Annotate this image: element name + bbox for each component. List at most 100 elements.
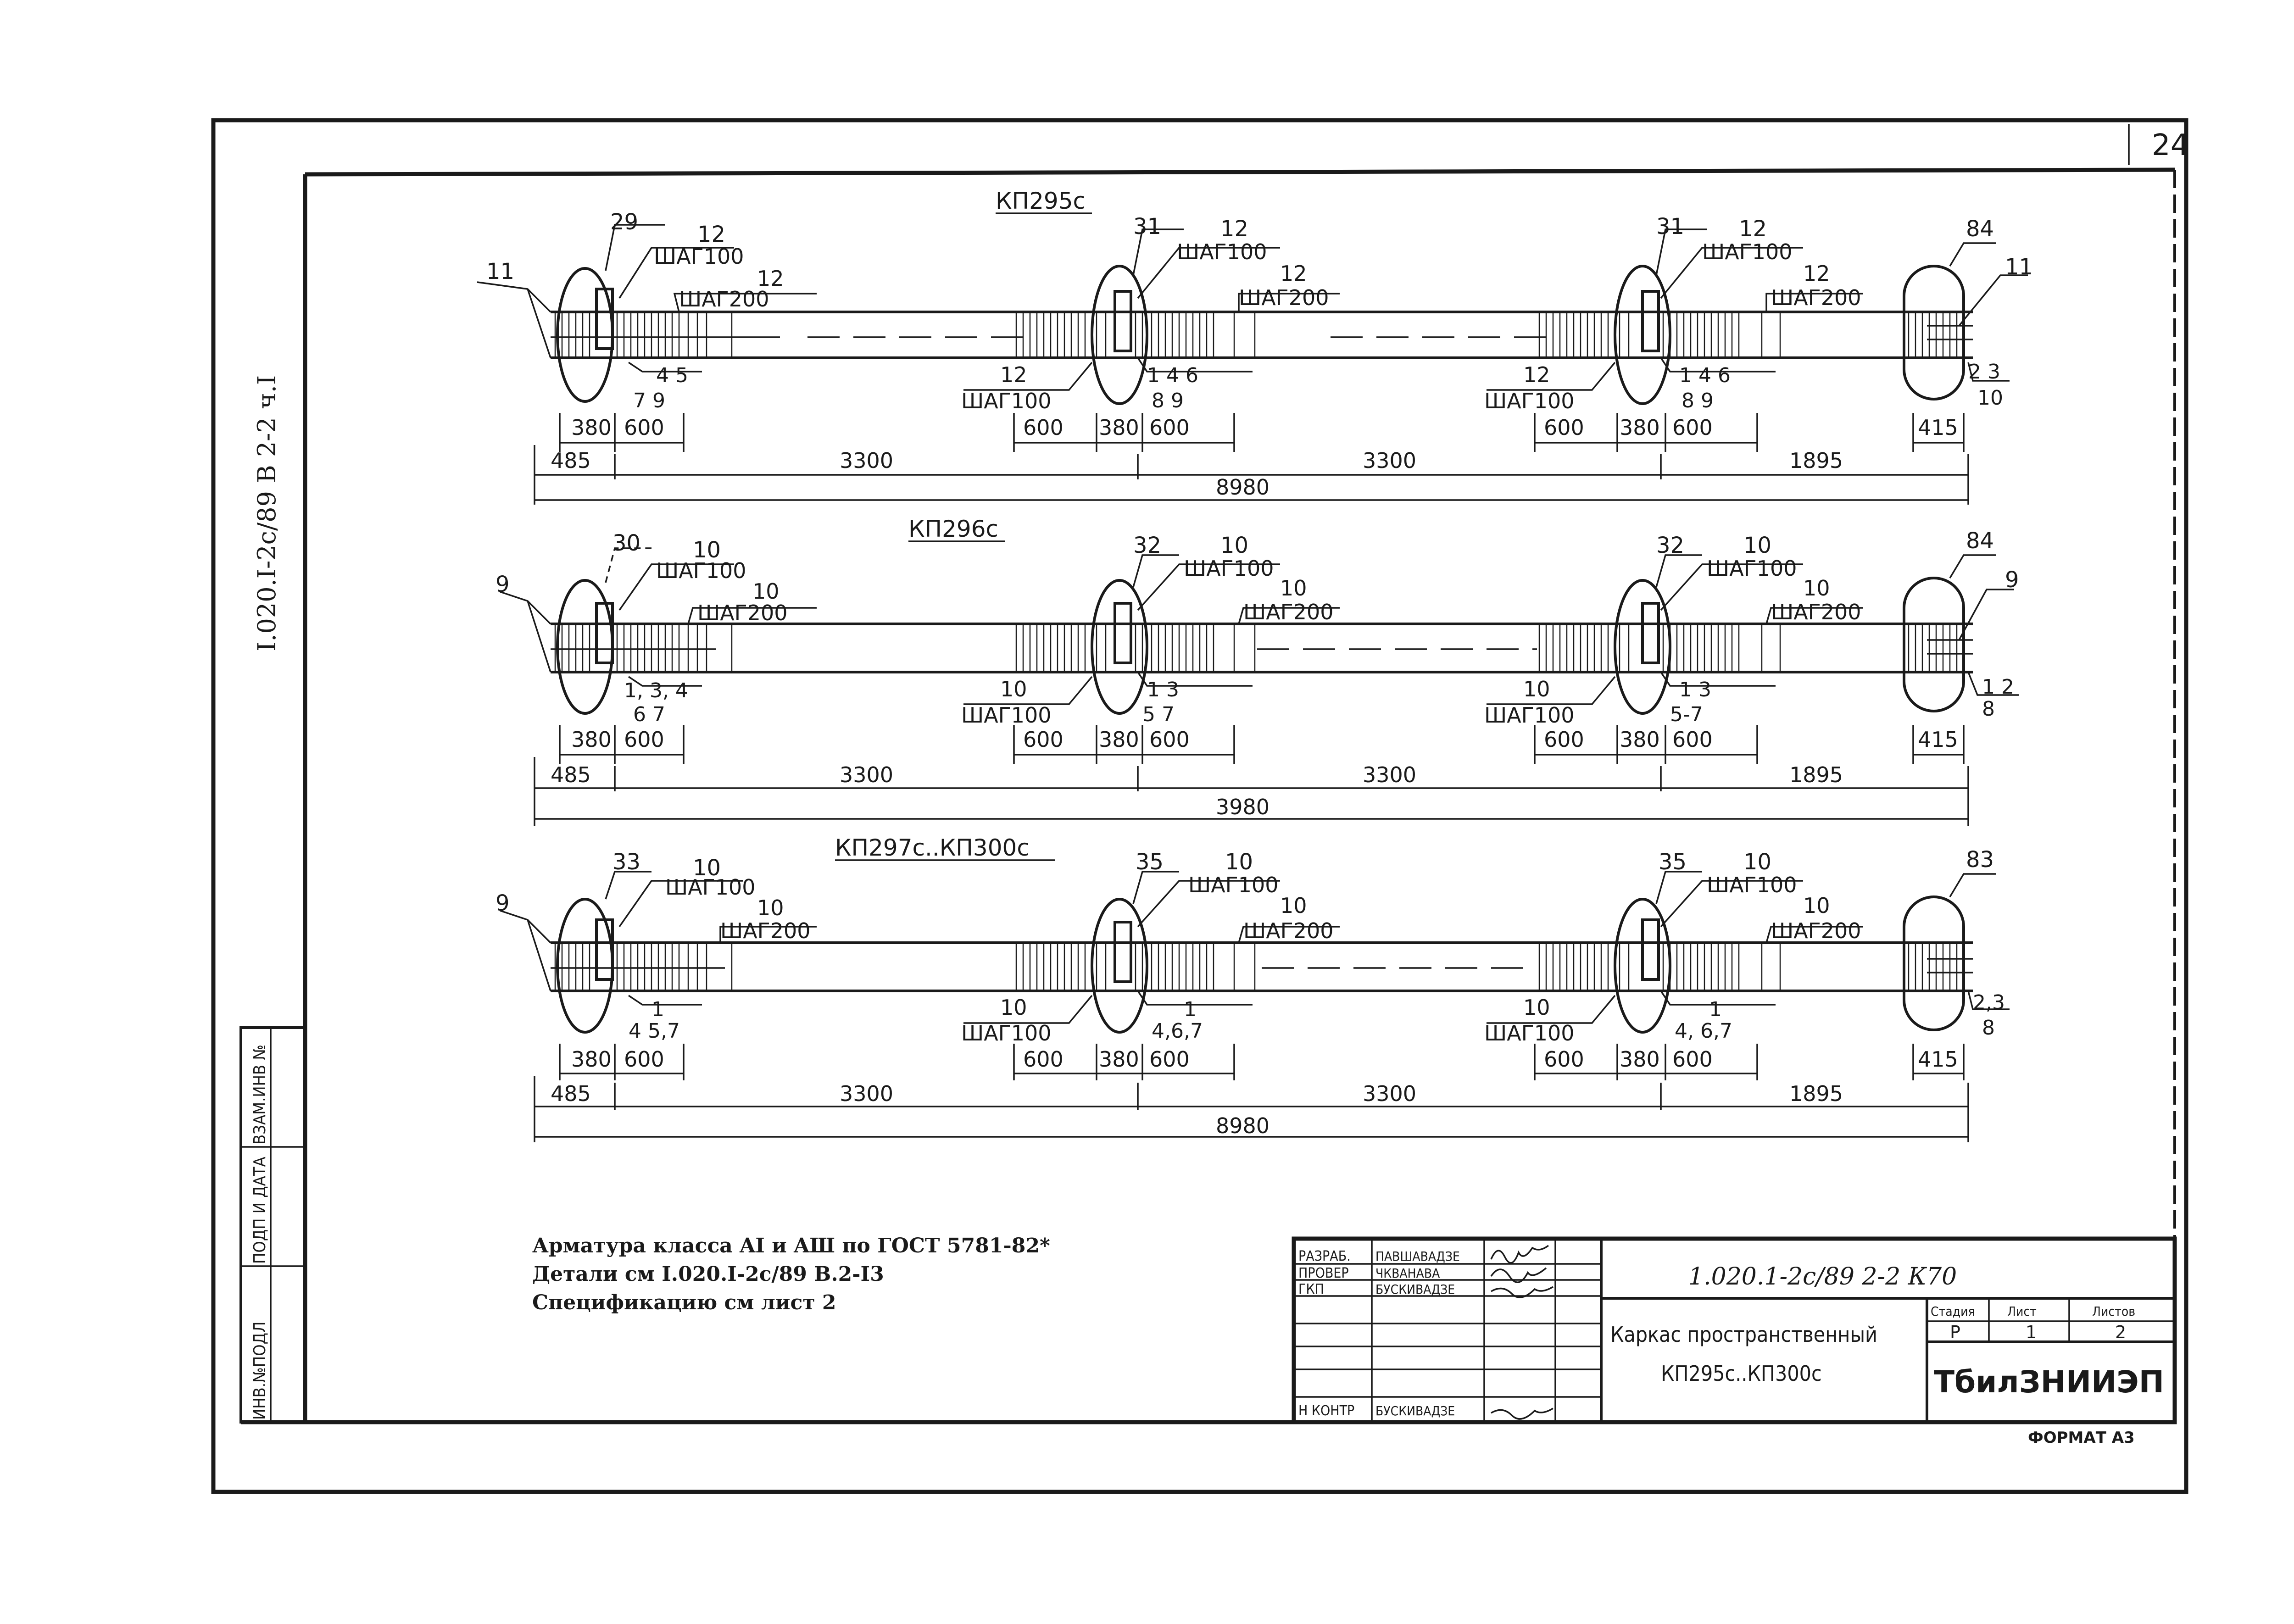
tb-sheets-label: Листов: [2092, 1304, 2135, 1319]
bar-step: ШАГ200: [1771, 918, 1861, 943]
dim-value: 600: [1672, 1047, 1713, 1072]
node-mark: 29: [610, 209, 638, 235]
bar-step: ШАГ100: [656, 558, 746, 583]
bar-count: 10: [757, 895, 784, 920]
dim-value: 600: [1149, 727, 1190, 752]
bar-count: 10: [1220, 533, 1248, 558]
pos-upper: 1 4 6: [1679, 364, 1731, 387]
node-mark: 31: [1656, 214, 1684, 239]
stamp-label-inv: ИНВ.№ПОДЛ: [251, 1322, 269, 1420]
dim-value: 1895: [1789, 762, 1843, 787]
bar-step: ШАГ200: [679, 287, 769, 311]
dim-value: 415: [1918, 1047, 1958, 1072]
bar-step: ШАГ200: [1243, 600, 1334, 624]
frame-title: КП296с: [908, 516, 998, 542]
dim-value: 380: [1099, 727, 1139, 752]
node-mark: 32: [1133, 533, 1161, 558]
side-doc-code: I.020.I-2c/89 B 2-2 ч.I: [252, 375, 281, 651]
bar-step: ШАГ200: [1243, 918, 1334, 943]
dim-value: 415: [1918, 727, 1958, 752]
dim-value: 600: [1023, 415, 1063, 440]
pos-upper: 2,3: [1973, 991, 2005, 1014]
bar-count: 10: [752, 579, 780, 604]
dim-value: 3300: [1363, 762, 1416, 787]
pos-upper: 1: [1709, 998, 1722, 1021]
dim-value: 380: [1620, 1047, 1660, 1072]
bar-count: 12: [1523, 362, 1550, 387]
tb-role: ГКП: [1298, 1281, 1324, 1297]
bar-step: ШАГ100: [961, 1021, 1052, 1046]
dim-value: 380: [571, 727, 612, 752]
tb-sheets-value: 2: [2115, 1322, 2126, 1342]
bar-step: ШАГ100: [961, 389, 1052, 413]
tb-stage-value: Р: [1950, 1322, 1960, 1342]
dim-value: 380: [1099, 415, 1139, 440]
frame-title: КП295с: [996, 188, 1086, 214]
organization-name: ТбилЗНИИЭП: [1934, 1364, 2164, 1400]
bar-count: 12: [1000, 362, 1027, 387]
item-name: Каркас пространственный: [1610, 1322, 1877, 1347]
dim-value: 380: [1620, 727, 1660, 752]
bar-step: ШАГ100: [1707, 873, 1797, 897]
dim-value: 485: [551, 762, 591, 787]
node-mark: 35: [1659, 849, 1687, 875]
pos-lower: 8 9: [1152, 389, 1184, 412]
pos-lower: 10: [1977, 386, 2003, 410]
tb-sheet-value: 1: [2026, 1322, 2037, 1342]
bar-step: ШАГ200: [720, 918, 811, 943]
pos-lower: 4, 6,7: [1675, 1019, 1732, 1043]
dim-value: 3300: [840, 762, 893, 787]
bar-step: ШАГ200: [1771, 600, 1861, 624]
frame-title: КП297с..КП300с: [835, 834, 1030, 861]
pos-lower: 8: [1982, 697, 1995, 721]
dim-total: 8980: [1216, 1113, 1269, 1138]
node-mark: 35: [1136, 849, 1164, 875]
bar-count: 10: [1280, 893, 1307, 918]
bar-step: ШАГ100: [961, 703, 1052, 728]
node-mark: 30: [612, 530, 640, 556]
node-mark: 33: [612, 849, 640, 875]
bar-step: ШАГ100: [654, 244, 744, 269]
node-mark: 83: [1966, 847, 1994, 873]
signature-marks: [1490, 1245, 1553, 1420]
dim-value: 600: [1544, 727, 1584, 752]
dim-value: 380: [571, 1047, 612, 1072]
bar-count: 10: [1743, 533, 1771, 558]
dim-value: 600: [1149, 415, 1190, 440]
bar-step: ШАГ100: [1484, 389, 1575, 413]
bar-count: 12: [1739, 216, 1767, 242]
bar-count: 10: [1000, 995, 1027, 1020]
bar-count: 12: [697, 222, 725, 247]
pos-upper: 1 3: [1679, 678, 1711, 701]
bar-step: ШАГ100: [1177, 239, 1267, 264]
dim-value: 600: [1149, 1047, 1190, 1072]
bar-count: 10: [1803, 576, 1830, 601]
tb-name: ЧКВАНАВА: [1375, 1266, 1440, 1281]
pos-upper: 1 2: [1982, 675, 2014, 699]
pos-lower: 8 9: [1682, 389, 1714, 412]
dim-total: 8980: [1216, 475, 1269, 500]
note-line: Детали см I.020.I-2c/89 B.2-I3: [532, 1262, 884, 1286]
page-corner-number: 24: [2152, 128, 2189, 162]
dim-value: 380: [1099, 1047, 1139, 1072]
bar-count: 12: [1220, 216, 1248, 242]
tb-stage-label: Стадия: [1931, 1304, 1975, 1319]
pos-lower: 7 9: [633, 389, 665, 412]
pos-lower: 8: [1982, 1016, 1995, 1040]
dim-value: 600: [624, 415, 664, 440]
tb-role: Н КОНТР: [1298, 1403, 1354, 1419]
dim-value: 600: [1023, 727, 1063, 752]
pos-upper: 4 5: [656, 364, 688, 387]
dim-value: 600: [1544, 415, 1584, 440]
pos-upper: 1: [651, 998, 664, 1021]
bar-step: ШАГ100: [1188, 873, 1279, 897]
dim-value: 3300: [1363, 1081, 1416, 1106]
bar-count: 10: [693, 537, 721, 563]
pos-upper: 2 3: [1968, 360, 2000, 384]
bar-count: 10: [1803, 893, 1830, 918]
stamp-label-sign: ПОДП И ДАТА: [251, 1157, 269, 1264]
dim-value: 380: [571, 415, 612, 440]
tb-role: РАЗРАБ.: [1298, 1248, 1351, 1264]
end-tag-right: 11: [2005, 254, 2033, 280]
